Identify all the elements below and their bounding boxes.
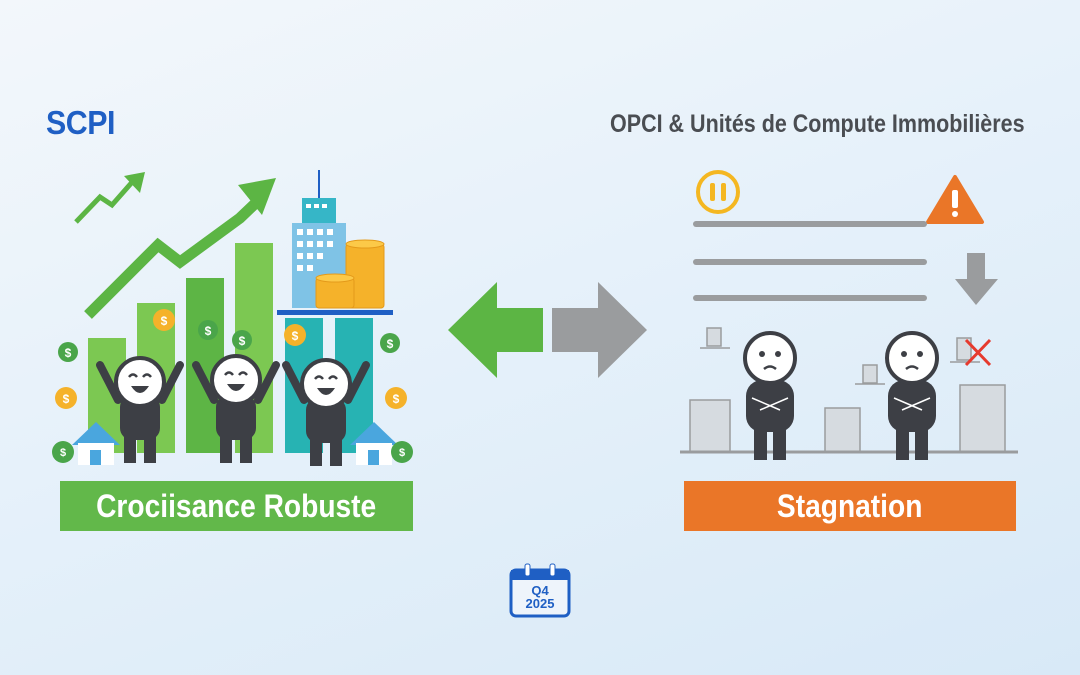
money-bag-icon: $ $ (52, 441, 413, 463)
svg-text:$: $ (63, 392, 70, 406)
svg-text:$: $ (239, 334, 246, 348)
small-trend-arrow-icon (74, 172, 145, 224)
svg-text:$: $ (292, 329, 299, 343)
stagnation-banner: Stagnation (684, 481, 1016, 531)
svg-text:$: $ (393, 392, 400, 406)
left-arrow-icon (448, 282, 543, 378)
coin-stack-icon (315, 239, 385, 309)
svg-text:$: $ (387, 337, 394, 351)
scpi-title: SCPI (46, 104, 116, 141)
growth-banner-label: Crociisance Robuste (96, 487, 377, 524)
house-icon (72, 422, 398, 465)
svg-text:$: $ (205, 324, 212, 338)
opci-title: OPCI & Unités de Compute Immobilières (610, 110, 1025, 138)
svg-text:$: $ (399, 447, 405, 459)
grumpy-people-icon (743, 331, 939, 460)
calendar-year: 2025 (525, 596, 555, 611)
stagnation-banner-label: Stagnation (777, 487, 923, 524)
right-arrow-icon (552, 282, 647, 378)
comparison-arrows (448, 282, 647, 378)
calendar-icon: Q4 2025 (509, 562, 571, 618)
buildings-icon (689, 327, 1006, 453)
growth-banner: Crociisance Robuste (60, 481, 413, 531)
dollar-coin-icon: $ $ $ $ $ $ $ $ (55, 309, 407, 409)
calendar-quarter: Q4 (531, 583, 549, 598)
stagnation-illustration (680, 170, 1018, 460)
happy-people-icon (96, 354, 370, 466)
svg-text:$: $ (60, 447, 66, 459)
flat-lines (693, 221, 927, 301)
svg-text:$: $ (161, 314, 168, 328)
down-arrow-icon (955, 253, 998, 305)
growth-illustration: $ $ $ $ $ $ $ $ $ $ (52, 170, 413, 466)
cross-mark-icon (964, 338, 992, 367)
trend-up-arrow-icon (84, 178, 276, 319)
warning-icon (926, 175, 984, 224)
shelf (277, 310, 393, 315)
svg-text:$: $ (65, 346, 72, 360)
pause-icon (696, 170, 740, 214)
